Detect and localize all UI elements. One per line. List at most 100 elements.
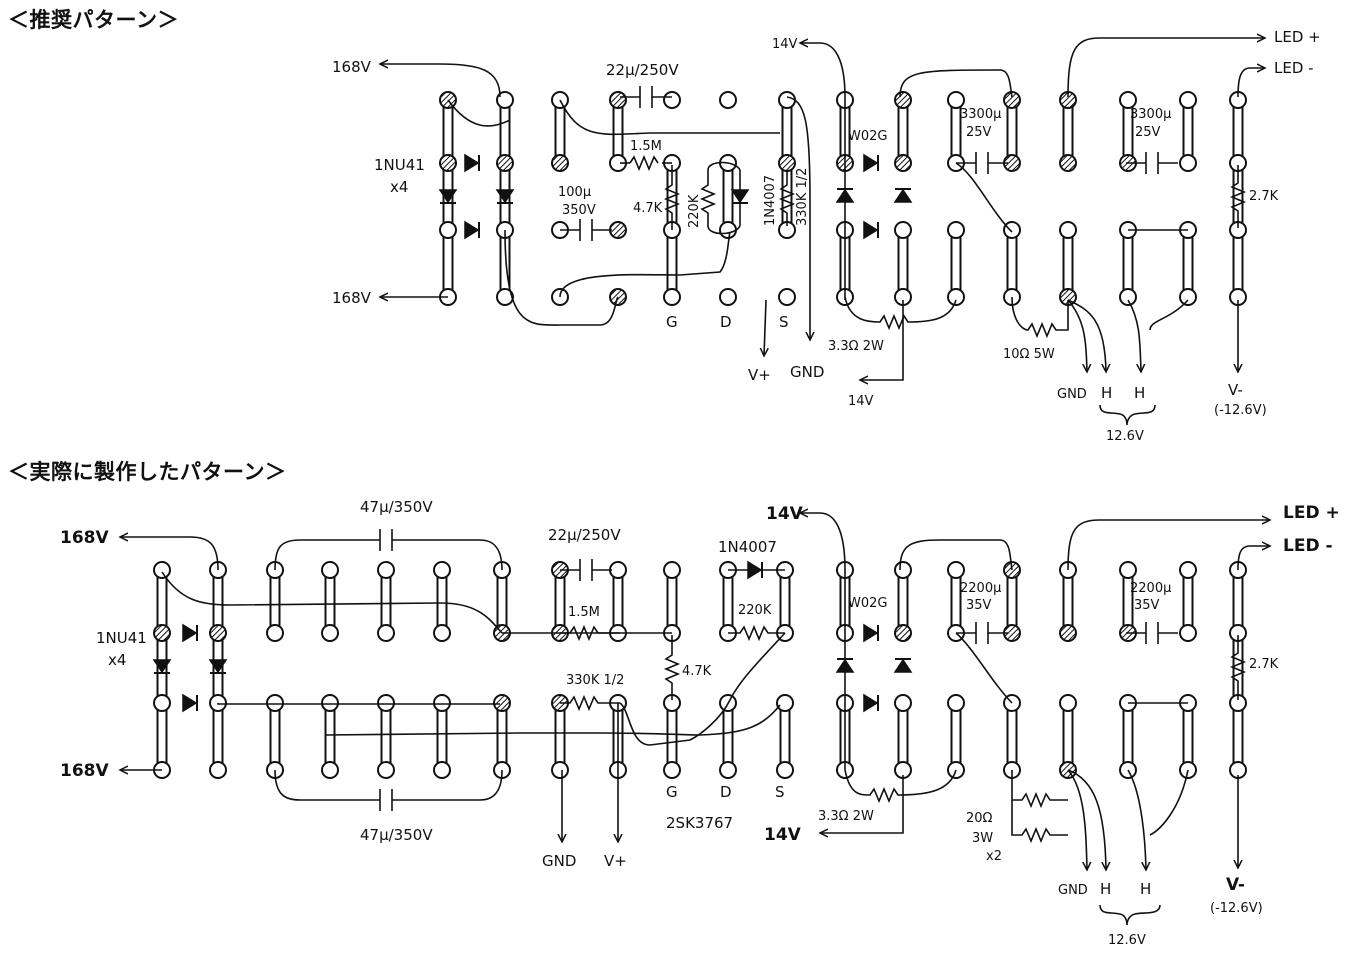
label-168v: 168V	[332, 58, 372, 76]
board-pad	[947, 91, 965, 109]
board-pad	[493, 694, 511, 712]
label-pin-d: D	[720, 783, 732, 801]
label-v-minus: V-	[1226, 875, 1245, 895]
diode-icon	[863, 623, 879, 643]
label-168v: 168V	[60, 761, 109, 781]
board-pad	[377, 561, 395, 579]
label-diode: 1NU41	[374, 156, 425, 174]
board-pad	[266, 694, 284, 712]
diode-icon	[182, 693, 198, 713]
bottom-strips	[153, 561, 1247, 779]
board-pad	[1119, 561, 1137, 579]
label-r-20-watt: 3W	[972, 831, 993, 846]
label-d-1n4007: 1N4007	[763, 175, 778, 226]
label-v-minus-value: (-12.6V)	[1214, 403, 1267, 418]
board-pad	[663, 288, 681, 306]
label-r-20-count: x2	[986, 849, 1002, 864]
label-diode-count: x4	[390, 178, 408, 196]
board-pad	[433, 624, 451, 642]
bottom-labels: 168V 168V 1NU41 x4 47μ/350V 47μ/350V 22μ…	[60, 498, 1340, 948]
label-heater-voltage: 12.6V	[1106, 429, 1144, 444]
label-pin-s: S	[775, 783, 785, 801]
board-pad	[1003, 221, 1021, 239]
label-cap-47u: 47μ/350V	[360, 826, 433, 844]
label-d-1n4007: 1N4007	[718, 538, 777, 556]
board-pad	[778, 288, 796, 306]
board-pad	[719, 91, 737, 109]
board-pad	[153, 561, 171, 579]
label-gnd: GND	[790, 363, 824, 381]
board-pad	[1059, 624, 1077, 642]
label-gnd: GND	[542, 852, 576, 870]
board-pad	[377, 624, 395, 642]
diode-icon	[835, 188, 855, 203]
diode-icon	[152, 659, 172, 674]
board-pad	[496, 154, 514, 172]
diode-icon	[438, 189, 458, 204]
board-pad	[1059, 154, 1077, 172]
board-pad	[1179, 154, 1197, 172]
label-led-plus: LED +	[1283, 503, 1340, 523]
label-v-minus-value: (-12.6V)	[1210, 901, 1263, 916]
label-r-220k: 220K	[738, 603, 772, 618]
label-v-plus: V+	[748, 366, 771, 384]
top-labels: 168V 168V 1NU41 x4 22μ/250V 100μ 350V 1.…	[332, 28, 1321, 444]
label-r-330k: 330K 1/2	[566, 673, 624, 688]
board-pad	[1179, 288, 1197, 306]
diode-icon	[893, 658, 913, 673]
board-pad	[719, 288, 737, 306]
label-cap-22u: 22μ/250V	[606, 61, 679, 79]
label-v-plus: V+	[604, 852, 627, 870]
label-r-220k: 220K	[687, 194, 702, 228]
diode-icon	[495, 189, 515, 204]
diode-icon	[893, 188, 913, 203]
label-heater: H	[1134, 384, 1145, 402]
label-heater: H	[1140, 880, 1151, 898]
board-pad	[439, 154, 457, 172]
board-pad	[1179, 91, 1197, 109]
diode-icon	[863, 153, 879, 173]
board-pad	[209, 624, 227, 642]
label-r-10: 10Ω 5W	[1003, 347, 1055, 362]
board-pad	[778, 91, 796, 109]
board-pad	[776, 761, 794, 779]
label-cap-3300u-v: 25V	[1135, 125, 1161, 140]
board-pad	[153, 624, 171, 642]
board-pad	[719, 221, 737, 239]
label-cap-100u-v: 350V	[562, 203, 596, 218]
diode-icon	[835, 658, 855, 673]
board-pad	[209, 761, 227, 779]
board-pad	[377, 761, 395, 779]
label-14v: 14V	[848, 394, 874, 409]
board-pad	[894, 91, 912, 109]
label-v-minus: V-	[1228, 381, 1243, 399]
label-cap-47u: 47μ/350V	[360, 498, 433, 516]
diode-icon	[208, 659, 228, 674]
label-cap-3300u-v: 25V	[966, 125, 992, 140]
board-pad	[894, 221, 912, 239]
label-cap-2200u-v: 35V	[966, 598, 992, 613]
label-r-1-5m: 1.5M	[630, 139, 662, 154]
diode-icon	[863, 693, 879, 713]
board-pad	[947, 221, 965, 239]
board-pad	[894, 694, 912, 712]
diode-icon	[747, 560, 763, 580]
board-pad	[894, 561, 912, 579]
board-pad	[947, 694, 965, 712]
label-168v: 168V	[60, 528, 109, 548]
label-14v: 14V	[766, 504, 804, 524]
label-pin-g: G	[666, 313, 678, 331]
board-pad	[1119, 91, 1137, 109]
top-wires	[380, 38, 1265, 426]
label-heater: H	[1100, 880, 1111, 898]
label-cap-100u: 100μ	[558, 185, 591, 200]
diode-icon	[182, 623, 198, 643]
label-cap-3300u: 3300μ	[1130, 107, 1171, 122]
board-pad	[1119, 288, 1137, 306]
board-pad	[496, 288, 514, 306]
board-pad	[1059, 221, 1077, 239]
board-pad	[439, 221, 457, 239]
label-r-3-3: 3.3Ω 2W	[828, 339, 884, 354]
label-fet: 2SK3767	[666, 814, 733, 832]
board-pad	[377, 694, 395, 712]
